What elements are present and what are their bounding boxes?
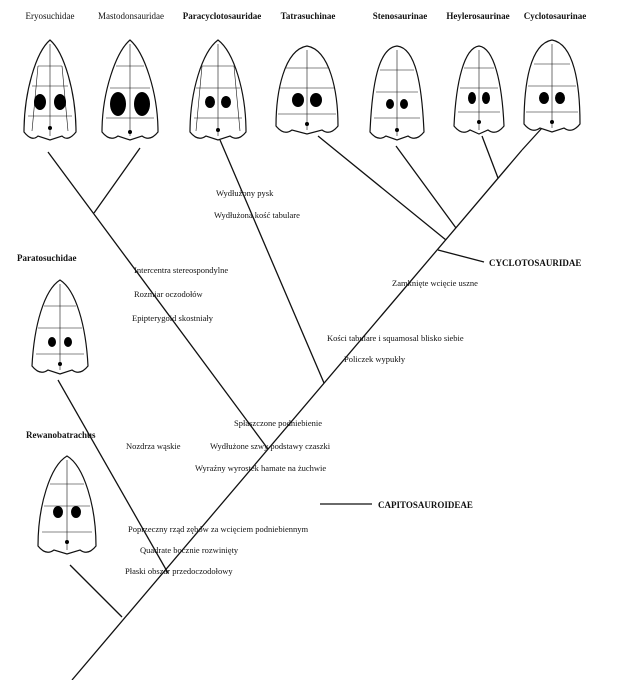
branch-cyclotosauridae-marker (437, 249, 485, 263)
branch-mastodonsauridae-eryosuchidae (47, 151, 269, 450)
character-label: Policzek wypukły (344, 354, 406, 364)
taxon-label-paracyclotosauridae: Paracyclotosauridae (182, 11, 262, 21)
character-label: Poprzeczny rząd zębów za wcięciem podnie… (128, 524, 309, 534)
character-label: Nozdrza wąskie (126, 441, 181, 451)
branch-stenosaurinae (395, 145, 457, 229)
branch-rewanobatrachus (69, 564, 123, 618)
skull-heylerosaurinae (453, 45, 505, 135)
taxon-label-mastodonsauridae: Mastodonsauridae (98, 11, 164, 21)
taxon-label-tatrasuchinae: Tatrasuchinae (280, 11, 336, 21)
branch-mastodonsauridae (93, 147, 141, 214)
taxon-label-rewanobatrachus: Rewanobatrachus (26, 430, 96, 440)
branch-paracyclotosauridae (219, 139, 325, 384)
branch-heylerosaurinae (481, 135, 499, 179)
character-label: Rozmiar oczodołów (134, 289, 203, 299)
skull-eryosuchidae (23, 39, 77, 141)
character-label: Wydłużona kość tabulare (214, 210, 300, 220)
character-label: Epipterygoid skostniały (132, 313, 213, 323)
clade-label-capitosauroidea: CAPITOSAUROIDEAE (378, 500, 473, 510)
skull-mastodonsauridae (101, 39, 159, 141)
branch-tatrasuchinae (317, 135, 447, 241)
character-label: Zamknięte wcięcie uszne (392, 278, 478, 288)
clade-label-cyclotosauridae: CYCLOTOSAURIDAE (489, 258, 582, 268)
character-label: Kości tabulare i squamosal blisko siebie (327, 333, 464, 343)
skull-paracyclotosauridae (189, 39, 247, 141)
taxon-label-heylerosaurinae: Heylerosaurinae (446, 11, 510, 21)
character-label: Wyraźny wyrostek hamate na żuchwie (195, 463, 327, 473)
skull-paratosuchidae (31, 279, 89, 375)
branch-paratosuchidae (57, 379, 169, 574)
character-label: Intercentra stereospondylne (134, 265, 229, 275)
skull-tatrasuchinae (275, 45, 339, 135)
branch-cyclotosaurinae (521, 127, 543, 151)
taxon-label-eryosuchidae: Eryosuchidae (25, 11, 75, 21)
character-label: Wydłużone szwy podstawy czaszki (210, 441, 331, 451)
character-label: Wydłużony pysk (216, 188, 274, 198)
character-label: Quadrate bocznie rozwinięty (140, 545, 239, 555)
skull-stenosaurinae (369, 45, 425, 141)
branch-main (71, 149, 523, 680)
taxon-label-stenosaurinae: Stenosaurinae (372, 11, 428, 21)
taxon-label-paratosuchidae: Paratosuchidae (17, 253, 77, 263)
skull-rewanobatrachus (37, 455, 97, 555)
character-label: Spłaszczone podniebienie (234, 418, 323, 428)
skull-cyclotosaurinae (523, 39, 581, 133)
character-label: Płaski obszar przedoczodołowy (125, 566, 233, 576)
taxon-label-cyclotosaurinae: Cyclotosaurinae (523, 11, 587, 21)
